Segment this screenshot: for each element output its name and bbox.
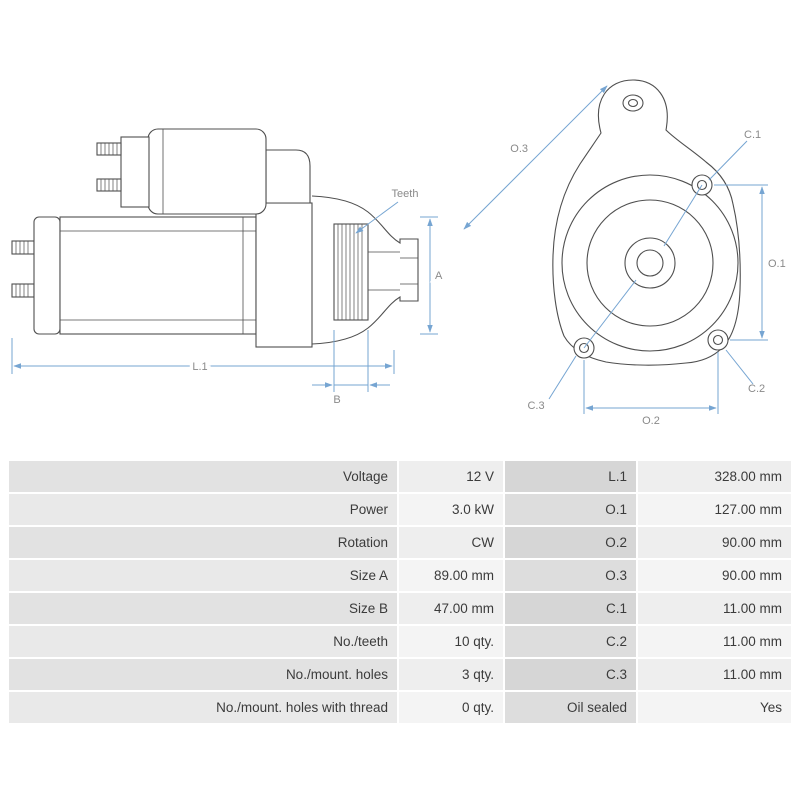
dim-a-extensions <box>420 216 438 335</box>
dim-c2-label: C.2 <box>748 383 765 395</box>
teeth-label: Teeth <box>392 188 419 200</box>
teeth-leader-line <box>355 201 399 234</box>
spec-row: No./mount. holes 3 qty. C.3 11.00 mm <box>9 659 791 690</box>
dim-o2-label: O.2 <box>642 415 660 427</box>
spec-label-2: O.3 <box>505 560 636 591</box>
solenoid <box>147 128 267 215</box>
pinion-gear <box>333 223 369 321</box>
spec-label-2: L.1 <box>505 461 636 492</box>
dim-c3-label: C.3 <box>527 400 544 412</box>
spec-value: 12 V <box>399 461 503 492</box>
c1-leader-line <box>663 140 748 247</box>
spec-row: Size A 89.00 mm O.3 90.00 mm <box>9 560 791 591</box>
spec-label: Rotation <box>9 527 397 558</box>
side-view <box>11 128 419 348</box>
left-terminal-studs <box>11 240 35 298</box>
spec-label-2: O.2 <box>505 527 636 558</box>
dim-a-label: A <box>435 270 443 282</box>
motor-body <box>59 216 257 335</box>
spec-value: 10 qty. <box>399 626 503 657</box>
c3-leader-line <box>548 279 637 400</box>
shaft-nose <box>368 251 418 291</box>
drive-housing <box>255 202 313 348</box>
spec-value-2: 90.00 mm <box>638 560 791 591</box>
spec-value-2: 11.00 mm <box>638 659 791 690</box>
dim-o3-label: O.3 <box>510 143 528 155</box>
housing-face-inner-circle <box>586 199 714 327</box>
spec-label: Voltage <box>9 461 397 492</box>
dim-o3-line <box>463 85 608 230</box>
front-view-dimensions <box>463 85 768 414</box>
technical-drawing-area: Teeth A L.1 B <box>11 79 786 427</box>
spec-value-2: 328.00 mm <box>638 461 791 492</box>
spec-label: Size B <box>9 593 397 624</box>
front-view <box>552 79 741 366</box>
dim-b-label: B <box>333 394 340 406</box>
dim-o1-extensions <box>714 184 768 341</box>
spec-value-2: 127.00 mm <box>638 494 791 525</box>
housing-face-outer-circle <box>561 174 739 352</box>
c2-leader-line <box>725 349 754 385</box>
spec-value-2: 11.00 mm <box>638 626 791 657</box>
spec-label: No./mount. holes with thread <box>9 692 397 723</box>
solenoid-terminal-block <box>120 136 150 208</box>
solenoid-linkage <box>265 149 311 204</box>
spec-row: Power 3.0 kW O.1 127.00 mm <box>9 494 791 525</box>
spec-label-2: O.1 <box>505 494 636 525</box>
flange-plate <box>552 79 741 366</box>
spec-row: Size B 47.00 mm C.1 11.00 mm <box>9 593 791 624</box>
spec-label-2: C.3 <box>505 659 636 690</box>
spec-label: Size A <box>9 560 397 591</box>
spec-value: 47.00 mm <box>399 593 503 624</box>
motor-end-cap <box>33 216 61 335</box>
spec-label-2: C.1 <box>505 593 636 624</box>
spec-value-2: 90.00 mm <box>638 527 791 558</box>
side-view-dimensions <box>11 201 438 392</box>
spec-value: 3 qty. <box>399 659 503 690</box>
dim-l1-extensions <box>11 338 395 374</box>
solenoid-terminal-studs <box>96 142 122 192</box>
spec-label: No./mount. holes <box>9 659 397 690</box>
spec-value: 3.0 kW <box>399 494 503 525</box>
spec-table: Voltage 12 V L.1 328.00 mm Power 3.0 kW … <box>9 461 791 725</box>
dim-c1-label: C.1 <box>744 129 761 141</box>
technical-drawing: Teeth A L.1 B <box>11 79 786 427</box>
spec-label: No./teeth <box>9 626 397 657</box>
dim-o2-extensions <box>583 352 719 414</box>
spec-value-2: Yes <box>638 692 791 723</box>
spec-label-2: Oil sealed <box>505 692 636 723</box>
mounting-holes <box>573 174 729 359</box>
spec-value: 89.00 mm <box>399 560 503 591</box>
dim-o1-label: O.1 <box>768 258 786 270</box>
spec-row: No./teeth 10 qty. C.2 11.00 mm <box>9 626 791 657</box>
spec-row: Voltage 12 V L.1 328.00 mm <box>9 461 791 492</box>
shaft-hole-circle <box>636 249 664 277</box>
spec-label-2: C.2 <box>505 626 636 657</box>
spec-label: Power <box>9 494 397 525</box>
dim-l1-label: L.1 <box>192 361 207 373</box>
spec-value: 0 qty. <box>399 692 503 723</box>
spec-value: CW <box>399 527 503 558</box>
drive-bracket <box>311 195 419 345</box>
dim-b-extensions <box>333 330 369 392</box>
spec-value-2: 11.00 mm <box>638 593 791 624</box>
spec-row: Rotation CW O.2 90.00 mm <box>9 527 791 558</box>
spec-row: No./mount. holes with thread 0 qty. Oil … <box>9 692 791 723</box>
